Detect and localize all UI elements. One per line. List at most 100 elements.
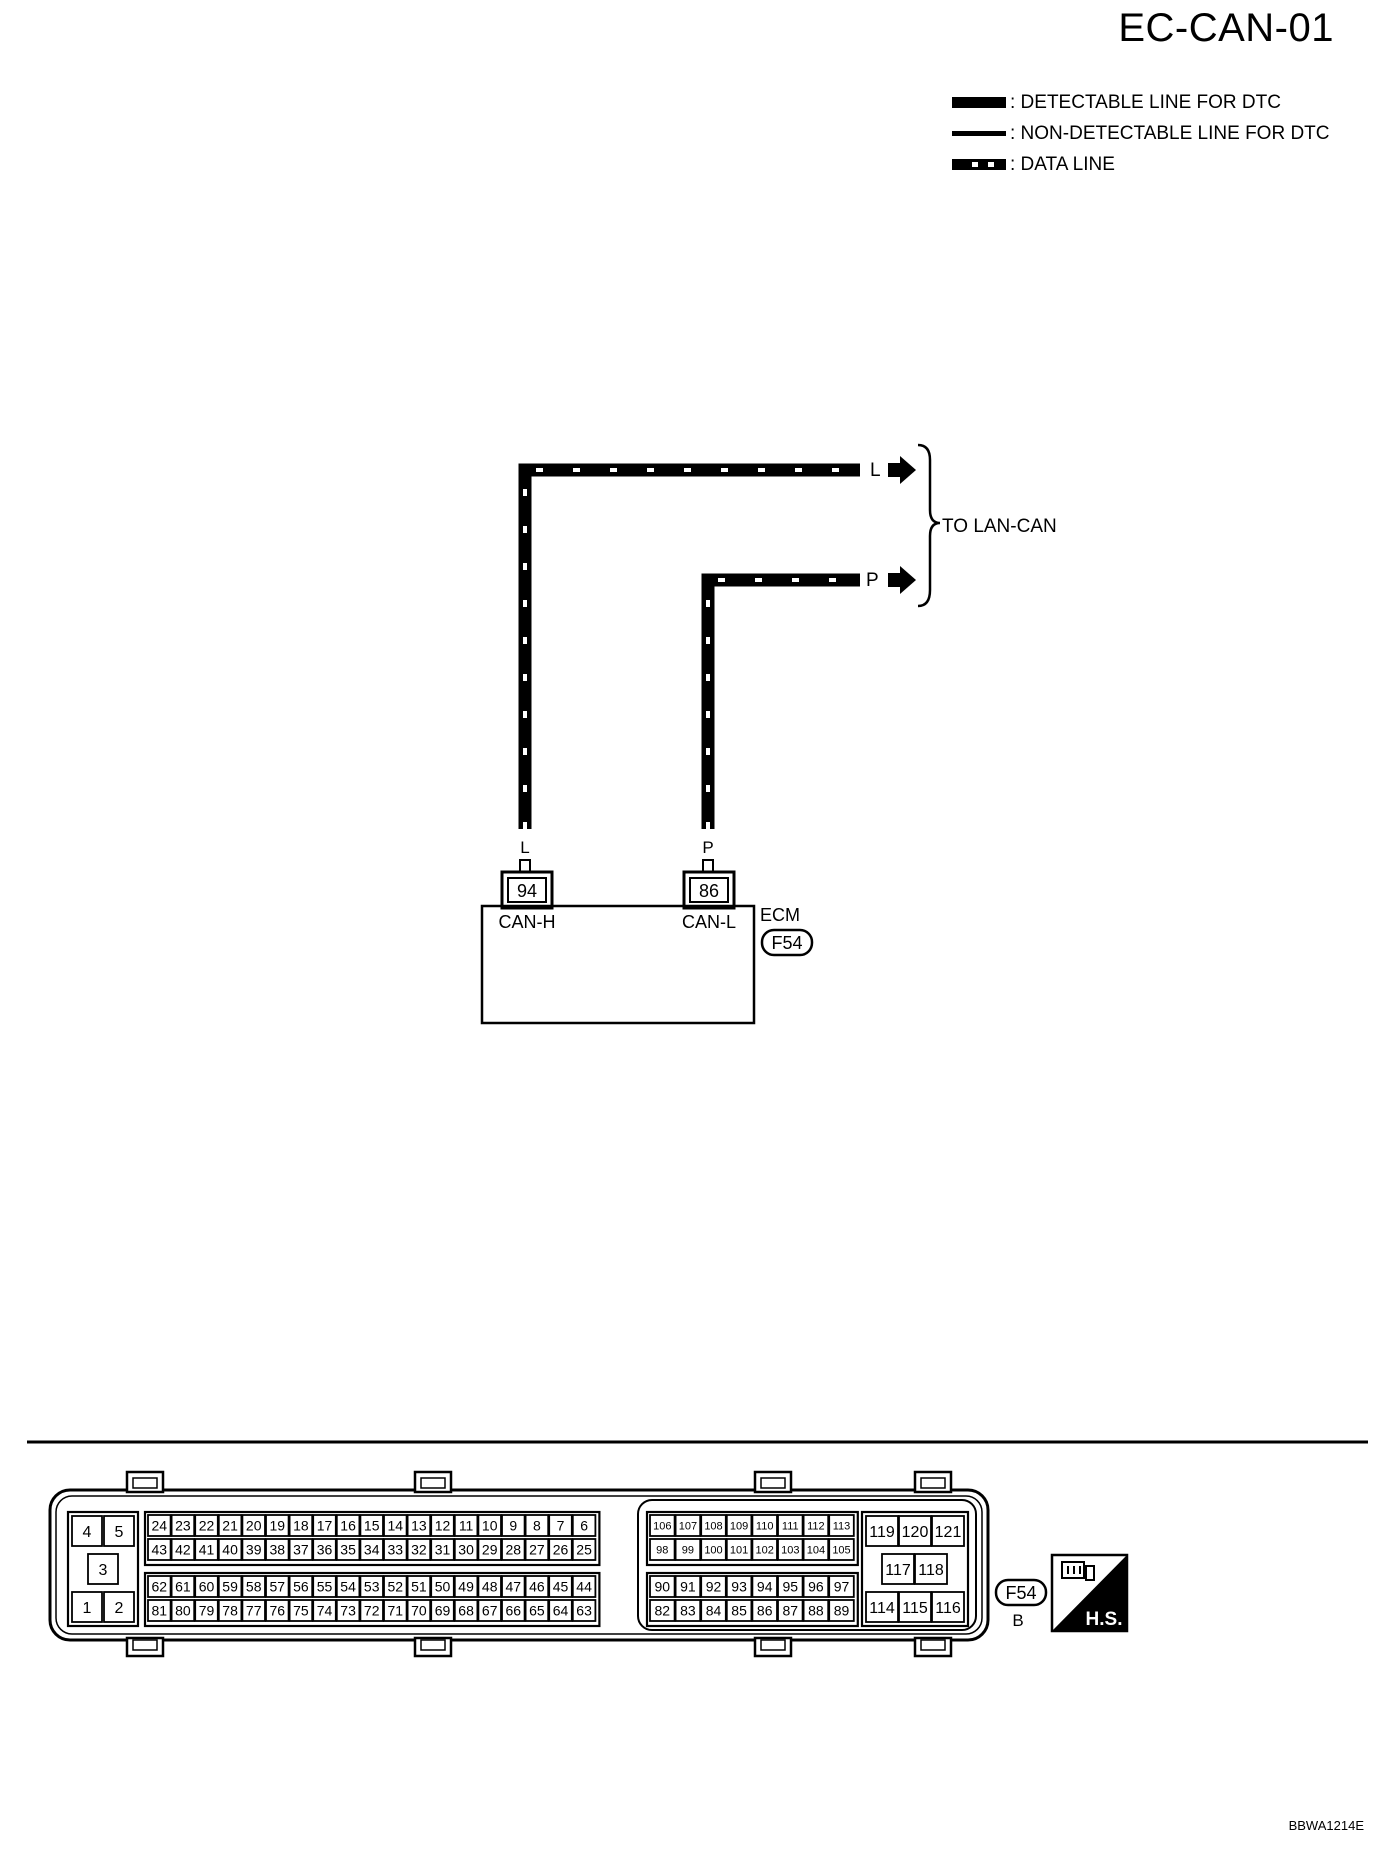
pin-cavity-frame bbox=[931, 1591, 965, 1623]
pin-cavity-frame bbox=[265, 1514, 290, 1537]
pin-cavity: 112 bbox=[802, 1514, 830, 1537]
pin-number: 112 bbox=[807, 1520, 825, 1532]
pin-cavity: 41 bbox=[194, 1538, 219, 1561]
block3-upper-frame bbox=[645, 1510, 859, 1567]
pin-cavity: 56 bbox=[288, 1575, 314, 1598]
pin-number: 44 bbox=[576, 1579, 592, 1595]
pin-cavity-frame bbox=[751, 1599, 778, 1622]
pin-number: 53 bbox=[364, 1579, 380, 1595]
pin-cavity-frame bbox=[700, 1599, 727, 1622]
pin-number: 25 bbox=[576, 1542, 592, 1558]
pin-cavity: 88 bbox=[802, 1599, 830, 1622]
pin-cavity-frame bbox=[751, 1575, 778, 1598]
pin-cavity: 2 bbox=[103, 1591, 135, 1623]
arrow-right-icon bbox=[888, 456, 916, 484]
pin-cavity-frame bbox=[103, 1591, 135, 1623]
brace-icon bbox=[917, 443, 941, 608]
latch-tab bbox=[413, 1636, 453, 1658]
pin-cavity: 80 bbox=[170, 1599, 196, 1622]
pin-cavity-frame bbox=[571, 1599, 597, 1622]
pin-cavity: 95 bbox=[777, 1575, 804, 1598]
pin-number: 9 bbox=[509, 1518, 517, 1534]
pin-cavity-frame bbox=[649, 1514, 676, 1537]
pin-cavity: 103 bbox=[777, 1538, 804, 1561]
block2-upper-frame bbox=[143, 1510, 601, 1567]
pin-cavity: 62 bbox=[147, 1575, 172, 1598]
dashed-line-swatch-icon bbox=[952, 159, 1006, 170]
pin-number: 71 bbox=[388, 1603, 404, 1619]
pin-cavity: 91 bbox=[674, 1575, 702, 1598]
pin-number: 65 bbox=[529, 1603, 545, 1619]
pin-cavity: 107 bbox=[674, 1514, 702, 1537]
pin-number: 68 bbox=[458, 1603, 474, 1619]
pin-cavity-frame bbox=[674, 1599, 702, 1622]
harness-side-badge: H.S. bbox=[1050, 1553, 1129, 1633]
connector-outline-inner bbox=[55, 1495, 983, 1635]
pin-number: 20 bbox=[246, 1518, 262, 1534]
pin-cavity: 64 bbox=[548, 1599, 573, 1622]
pin-cavity: 28 bbox=[501, 1538, 526, 1561]
pin-cavity-frame bbox=[725, 1514, 753, 1537]
pin-cavity: 19 bbox=[265, 1514, 290, 1537]
pin-number: 39 bbox=[246, 1542, 262, 1558]
pin-number: 48 bbox=[482, 1579, 498, 1595]
pin-cavity: 15 bbox=[359, 1514, 384, 1537]
pin-cavity: 118 bbox=[914, 1553, 948, 1585]
wire-p bbox=[701, 573, 860, 829]
latch-slot bbox=[132, 1639, 158, 1651]
pin-cavity-frame bbox=[87, 1553, 119, 1585]
pin-number: 40 bbox=[222, 1542, 238, 1558]
pin-cavity-frame bbox=[571, 1575, 597, 1598]
pin-cavity: 26 bbox=[548, 1538, 573, 1561]
pin-number: 1 bbox=[83, 1600, 92, 1617]
pin-cavity: 89 bbox=[828, 1599, 855, 1622]
badge-label: H.S. bbox=[1086, 1609, 1123, 1630]
pin-cavity: 93 bbox=[725, 1575, 753, 1598]
pin-cavity-frame bbox=[802, 1538, 830, 1561]
pin-number: 23 bbox=[175, 1518, 191, 1534]
pin-cavity-frame bbox=[147, 1575, 172, 1598]
pin-number: 41 bbox=[199, 1542, 215, 1558]
pin-cavity: 48 bbox=[477, 1575, 502, 1598]
pin-cavity: 32 bbox=[406, 1538, 432, 1561]
pin-cavity: 31 bbox=[430, 1538, 455, 1561]
pin-number: 105 bbox=[832, 1544, 850, 1556]
pin-cavity-frame bbox=[477, 1538, 502, 1561]
pin-cavity: 11 bbox=[453, 1514, 479, 1537]
pin-cavity: 38 bbox=[265, 1538, 290, 1561]
pin-cavity: 50 bbox=[430, 1575, 455, 1598]
connector-outline bbox=[48, 1488, 990, 1642]
pin-cavity: 73 bbox=[335, 1599, 361, 1622]
pin-cavity-frame bbox=[881, 1553, 915, 1585]
pin-number: 35 bbox=[340, 1542, 356, 1558]
pin-cavity: 14 bbox=[383, 1514, 408, 1537]
pin-number: 54 bbox=[340, 1579, 356, 1595]
pin-cavity: 5 bbox=[103, 1515, 135, 1547]
pin-cavity-frame bbox=[674, 1538, 702, 1561]
pin-cavity: 21 bbox=[217, 1514, 243, 1537]
pin-cavity-frame bbox=[453, 1599, 479, 1622]
latch-tab bbox=[125, 1470, 165, 1494]
pin-number: 46 bbox=[529, 1579, 545, 1595]
pin-cavity-frame bbox=[194, 1575, 219, 1598]
pin-number: 37 bbox=[293, 1542, 309, 1558]
pin-number: 76 bbox=[270, 1603, 286, 1619]
pin-number: 17 bbox=[317, 1518, 333, 1534]
wire-color-label: P bbox=[866, 570, 879, 591]
pin-number: 18 bbox=[293, 1518, 309, 1534]
pin-cavity: 55 bbox=[312, 1575, 337, 1598]
pin-cavity-frame bbox=[265, 1575, 290, 1598]
connector-id-badge bbox=[760, 928, 814, 957]
pin-cavity: 9 bbox=[501, 1514, 526, 1537]
pin-number: 93 bbox=[731, 1579, 747, 1595]
pin-number: 14 bbox=[388, 1518, 404, 1534]
pin-number: 69 bbox=[435, 1603, 451, 1619]
pin-number: 29 bbox=[482, 1542, 498, 1558]
pin-number: 83 bbox=[680, 1603, 696, 1619]
pin-cavity: 61 bbox=[170, 1575, 196, 1598]
pin-cavity-frame bbox=[828, 1575, 855, 1598]
pin-number: 77 bbox=[246, 1603, 262, 1619]
pin-cavity: 74 bbox=[312, 1599, 337, 1622]
pin-cavity-frame bbox=[700, 1575, 727, 1598]
pin-cavity: 54 bbox=[335, 1575, 361, 1598]
